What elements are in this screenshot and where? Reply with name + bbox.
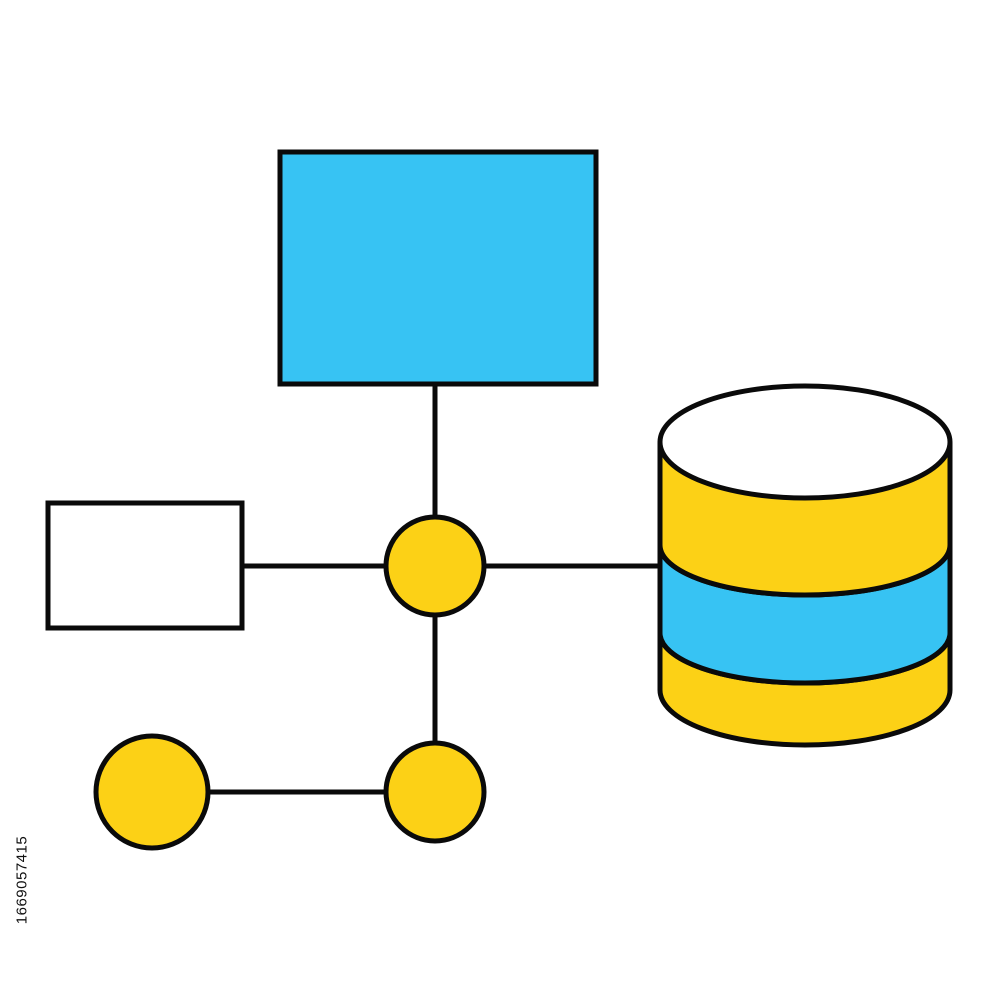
left-circle-node — [93, 733, 211, 851]
database-top-ellipse — [657, 383, 953, 501]
connector-lines — [206, 383, 663, 795]
top-rectangle-node — [277, 149, 599, 387]
watermark-id-text: 1669057415 — [13, 835, 31, 925]
database-icon — [657, 383, 953, 748]
lower-circle-node — [383, 740, 487, 844]
left-rectangle-node — [45, 500, 245, 631]
hub-circle-node — [383, 514, 487, 618]
